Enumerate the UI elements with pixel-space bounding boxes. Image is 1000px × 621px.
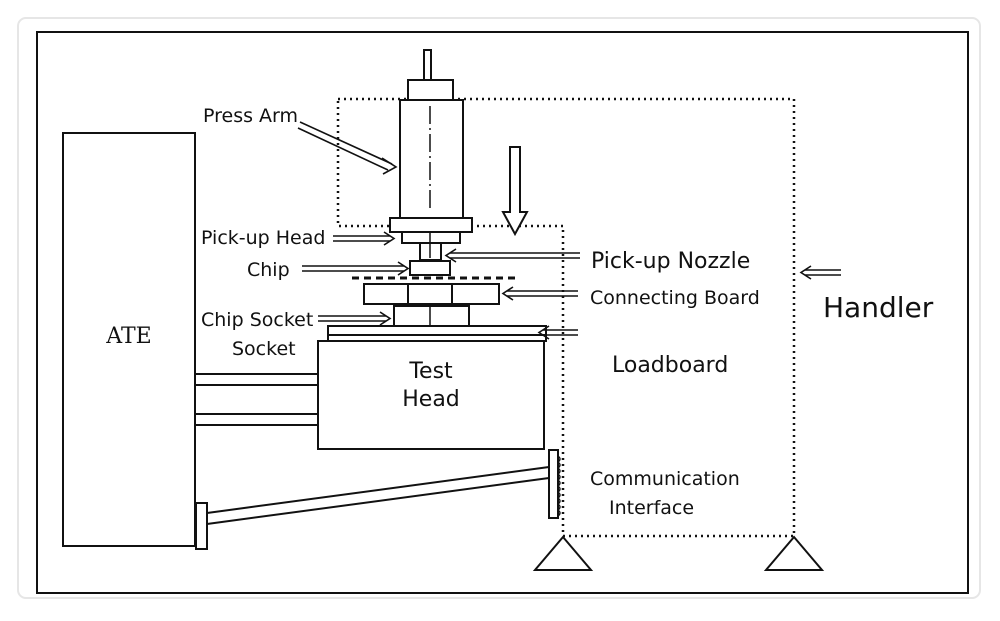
ate-cables: [195, 373, 318, 426]
chip-socket: [393, 304, 470, 328]
press-arm: [399, 49, 464, 219]
communication-label-line2: Interface: [609, 497, 694, 519]
test-head-box: [317, 340, 545, 450]
loadboard-arrow: [537, 325, 578, 340]
connecting-board: [363, 283, 500, 305]
handler-arrow: [799, 265, 841, 280]
support-triangle-right: [763, 535, 825, 571]
test-head-label-line1: Test: [408, 359, 453, 384]
outer-card: [17, 17, 981, 599]
communication-label-line1: Communication: [590, 468, 740, 490]
pickup-head-arrow: [333, 231, 396, 246]
right-arrows: [444, 248, 841, 340]
connecting-board-label: Connecting Board: [590, 287, 760, 309]
ate-box: [62, 132, 196, 547]
support-triangle-left: [532, 535, 594, 571]
chip-socket-arrow: [318, 311, 392, 326]
socket-label: Socket: [232, 338, 296, 360]
press-arm-pointer: [297, 121, 398, 175]
communication-connector: [548, 449, 561, 519]
pickup-nozzle-label: Pick-up Nozzle: [591, 249, 750, 274]
chip-label: Chip: [247, 259, 290, 281]
pickup-nozzle-arrow: [444, 248, 580, 263]
press-direction-arrow: [501, 146, 529, 237]
chip-socket-label: Chip Socket: [201, 309, 313, 331]
chip-arrow: [302, 261, 410, 276]
communication-cable: [195, 466, 550, 550]
test-head-label-line2: Head: [402, 387, 460, 412]
connecting-board-arrow: [501, 286, 578, 301]
diagram-frame: [36, 31, 969, 594]
press-arm-label: Press Arm: [203, 105, 298, 127]
left-arrows: [302, 231, 410, 326]
socket-plate: [327, 325, 547, 342]
chip: [409, 260, 451, 276]
loadboard-label: Loadboard: [612, 353, 728, 378]
ate-label: ATE: [105, 324, 151, 349]
pickup-head-label: Pick-up Head: [201, 227, 325, 249]
handler-label: Handler: [823, 291, 934, 324]
